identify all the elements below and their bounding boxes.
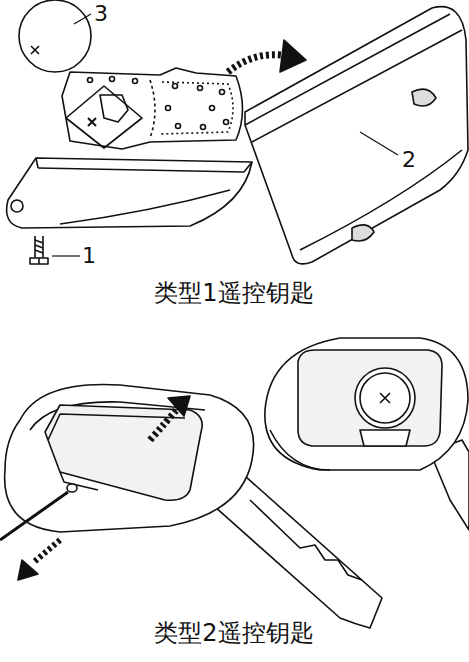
battery <box>19 0 91 72</box>
motion-arrow <box>228 40 306 72</box>
upper-case <box>245 7 468 264</box>
caption-text: 类型2遥控钥匙 <box>154 620 313 646</box>
screw <box>30 236 80 264</box>
callout-number: 2 <box>402 148 416 172</box>
lower-case <box>7 158 252 228</box>
key-fob-battery <box>265 338 469 530</box>
caption-text: 类型1遥控钥匙 <box>154 280 313 306</box>
circuit-board <box>62 68 243 149</box>
callout-number: 1 <box>82 244 96 268</box>
callout-number: 3 <box>94 2 108 26</box>
